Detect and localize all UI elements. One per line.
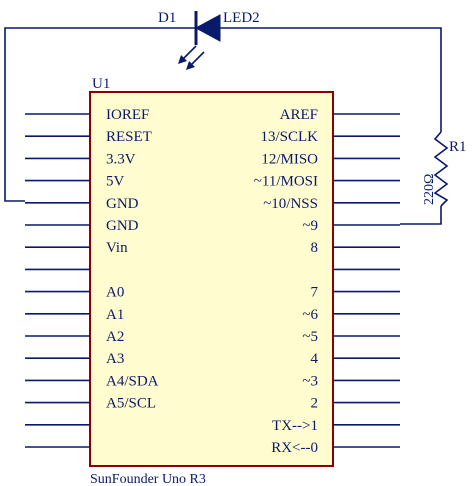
left-pin-label: 3.3V: [106, 151, 136, 167]
right-pin-label: 13/SCLK: [260, 129, 318, 145]
left-pin-label: A5/SCL: [106, 396, 156, 412]
wire-led-to-resistor: [220, 27, 442, 132]
left-pin-label: 5V: [106, 174, 125, 190]
right-pin-label: 4: [311, 351, 319, 367]
right-pin-label: RX<--0: [271, 440, 318, 456]
led-value-label: LED2: [223, 10, 260, 26]
resistor-ref-label: R1: [449, 139, 467, 155]
right-pin-label: ~9: [302, 218, 318, 234]
wire-gnd-to-led: [4, 27, 196, 202]
right-pin-label: 12/MISO: [261, 151, 318, 167]
right-pin-label: TX-->1: [272, 418, 318, 434]
chip-ref-label: U1: [92, 76, 110, 92]
led-triangle: [194, 14, 221, 42]
left-pin-label: A2: [106, 329, 124, 345]
led-diode-icon: [178, 11, 221, 70]
left-pin-label: IOREF: [106, 107, 149, 123]
left-pin-label: A3: [106, 351, 124, 367]
wire-resistor-to-pin9: [400, 206, 442, 225]
left-pin-label: GND: [106, 196, 139, 212]
right-pin-label: ~10/NSS: [263, 196, 318, 212]
resistor-icon: [433, 131, 449, 207]
light-emission-arrows-icon: [178, 45, 205, 70]
left-pin-label: A1: [106, 307, 124, 323]
right-pin-label: ~5: [302, 329, 318, 345]
right-pin-label: AREF: [280, 107, 318, 123]
resistor-value-label: 220Ω: [422, 174, 437, 205]
chip-body: [89, 91, 334, 467]
left-pin-label: A0: [106, 285, 124, 301]
left-pin-label: GND: [106, 218, 139, 234]
left-pin-label: Vin: [106, 240, 128, 256]
left-pin-label: A4/SDA: [106, 373, 159, 389]
chip-name-label: SunFounder Uno R3: [90, 472, 206, 486]
right-pin-label: ~3: [302, 373, 318, 389]
right-pin-label: 2: [311, 396, 319, 412]
wire-group: [4, 27, 442, 225]
right-pin-label: 7: [311, 285, 319, 301]
right-pin-label: ~6: [302, 307, 318, 323]
right-pin-group: AREF 13/SCLK 12/MISO ~11/MOSI ~10/NSS ~9 8 7 ~6 ~…: [254, 107, 400, 456]
right-pin-label: 8: [311, 240, 319, 256]
left-pin-label: RESET: [106, 129, 152, 145]
right-pin-label: ~11/MOSI: [254, 174, 318, 190]
led-ref-label: D1: [158, 10, 176, 26]
